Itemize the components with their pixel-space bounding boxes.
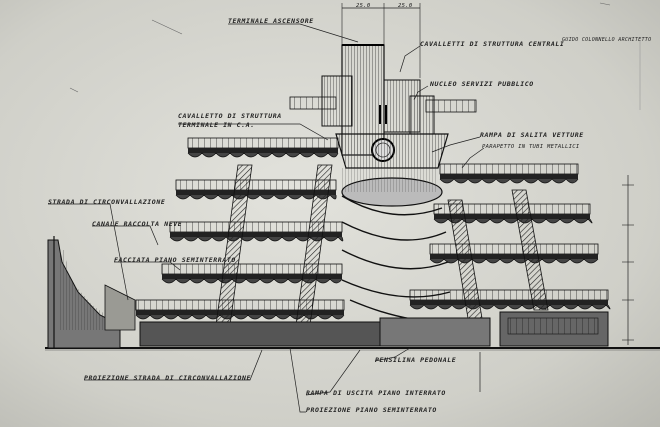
label-dim-left: 25.0 — [356, 3, 371, 9]
label-cavalletti-centrali: CAVALLETTI DI STRUTTURA CENTRALI — [420, 40, 565, 48]
label-cavalletto-terminale-1: CAVALLETTO DI STRUTTURA — [178, 112, 282, 120]
deck-7 — [429, 243, 599, 264]
label-pensilina: PENSILINA PEDONALE — [375, 356, 457, 364]
label-terminale-ascensore: TERMINALE ASCENSORE — [228, 17, 314, 25]
parking-decks — [135, 137, 611, 320]
label-rampa-salita: RAMPA DI SALITA VETTURE — [480, 131, 584, 139]
dimension-marks — [341, 3, 641, 345]
label-nucleo-servizi: NUCLEO SERVIZI PUBBLICO — [430, 80, 534, 88]
deck-3 — [161, 263, 343, 284]
label-corner-note: Guido Colonnello Architetto — [562, 37, 652, 43]
label-parapetto: PARAPETTO IN TUBI METALLICI — [482, 144, 580, 150]
structural-columns — [215, 164, 549, 331]
deck-2 — [169, 221, 344, 242]
deck-0 — [187, 137, 339, 158]
top-deck — [289, 96, 477, 113]
label-strada-circonvallazione: STRADA DI CIRCONVALLAZIONE — [48, 198, 166, 206]
label-proiezione-strada: PROIEZIONE STRADA DI CIRCONVALLAZIONE — [84, 374, 251, 382]
label-facciata-piano: FACCIATA PIANO SEMINTERRATO — [114, 256, 236, 264]
deck-1 — [175, 179, 337, 200]
road-slope — [47, 236, 136, 349]
label-canale-neve: CANALE RACCOLTA NEVE — [92, 220, 183, 228]
label-cavalletto-terminale-2: TERMINALE IN C.A. — [178, 121, 255, 129]
label-rampa-uscita: RAMPA DI USCITA PIANO INTERRATO — [306, 389, 446, 397]
deck-5 — [439, 163, 579, 184]
ground-line — [45, 347, 660, 351]
deck-8 — [409, 289, 611, 310]
pencil-marks — [69, 2, 611, 93]
base-block — [139, 311, 609, 347]
label-dim-right: 25.0 — [398, 3, 413, 9]
label-proiezione-piano: PROIEZIONE PIANO SEMINTERRATO — [306, 406, 437, 414]
leader-lines — [48, 23, 485, 413]
deck-6 — [433, 203, 593, 224]
central-tower — [321, 44, 449, 169]
